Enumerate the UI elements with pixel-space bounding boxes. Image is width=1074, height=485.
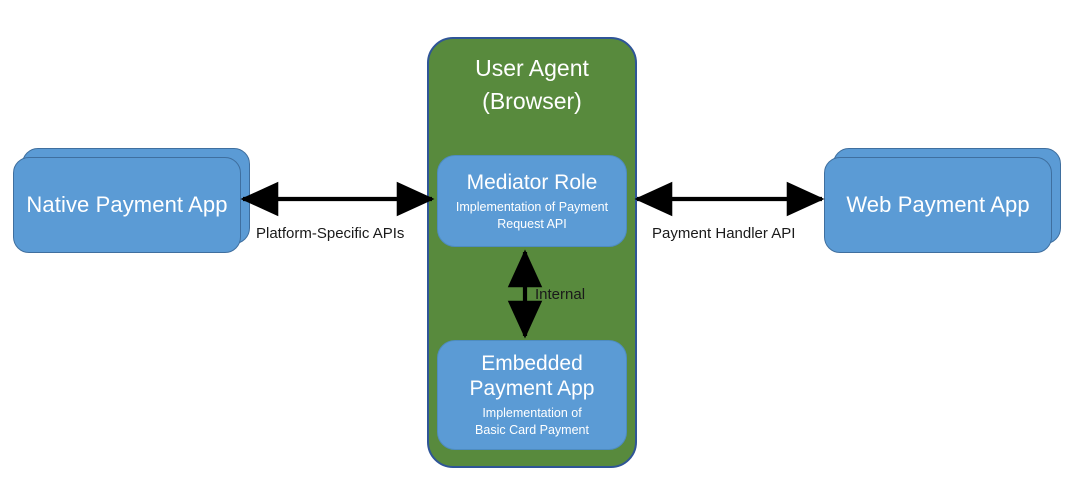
node-mediator-role[interactable]: Mediator Role Implementation of Payment … [437, 155, 627, 247]
embedded-payment-app-title: Embedded Payment App [469, 351, 595, 401]
embedded-payment-app-subtitle: Implementation of Basic Card Payment [475, 406, 589, 438]
web-payment-app-label: Web Payment App [846, 192, 1030, 218]
mediator-role-subtitle: Implementation of Payment Request API [455, 199, 609, 231]
node-embedded-payment-app[interactable]: Embedded Payment App Implementation of B… [437, 340, 627, 450]
edge-label-internal: Internal [535, 286, 586, 303]
native-payment-app-label: Native Payment App [26, 192, 228, 218]
web-payment-app-front-layer: Web Payment App [824, 157, 1052, 253]
mediator-role-title: Mediator Role [466, 170, 598, 194]
edge-label-payment-handler-api: Payment Handler API [652, 225, 796, 242]
user-agent-label: User Agent (Browser) [475, 55, 589, 115]
edge-label-platform-specific-apis: Platform-Specific APIs [256, 225, 405, 242]
native-payment-app-front-layer: Native Payment App [13, 157, 241, 253]
